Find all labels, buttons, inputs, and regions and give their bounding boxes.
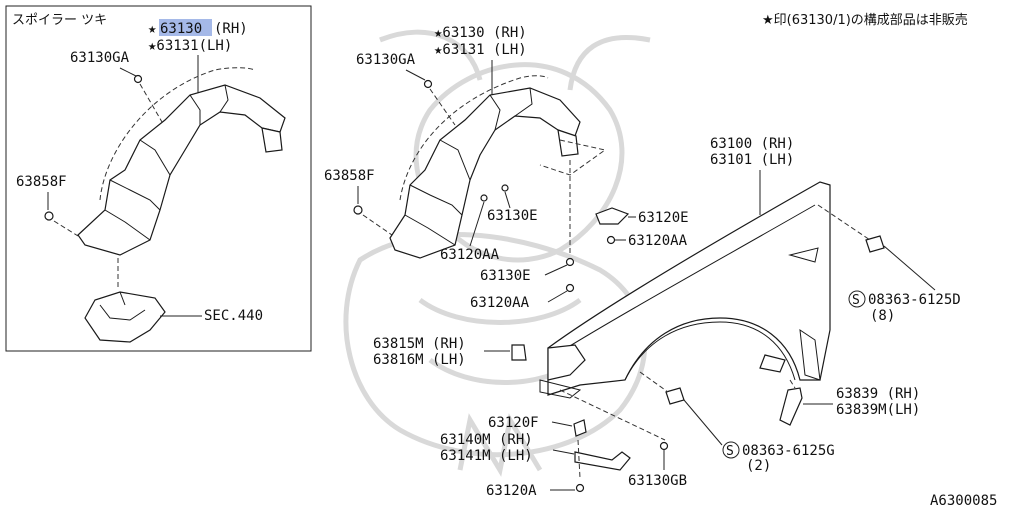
bolt-icon: [665, 387, 685, 405]
label-63130E-b[interactable]: 63130E: [480, 268, 531, 284]
bolt-icon: [865, 235, 885, 253]
leader-63120AA-a: [469, 201, 485, 247]
label-63839M[interactable]: 63839M(LH): [836, 402, 920, 418]
clip-icon: [480, 194, 488, 202]
mudguard-icon: [779, 387, 803, 426]
clip-icon: [565, 257, 575, 267]
label-bolt-d-qty: (8): [870, 308, 895, 324]
inset-dash-858f: [53, 220, 79, 237]
dash-bolt-g: [639, 371, 669, 393]
s-mark-icon: [722, 441, 740, 459]
inset-fender-liner-icon: [77, 67, 286, 256]
label-63120AA-b[interactable]: 63120AA: [470, 295, 530, 311]
fender-liner-icon: [389, 75, 581, 259]
label-63120AA-c[interactable]: 63120AA: [628, 233, 688, 249]
label-bolt-d-code[interactable]: 08363-6125D: [868, 292, 961, 308]
leader-63120F: [551, 421, 573, 427]
clip-icon: [573, 419, 587, 437]
label-63816M[interactable]: 63816M (LH): [373, 352, 466, 368]
clip-icon: [133, 74, 143, 84]
label-callout-rh[interactable]: ★63130 (RH): [434, 25, 527, 41]
inset-frame: [5, 5, 312, 352]
label-fender-rh[interactable]: 63100 (RH): [710, 136, 794, 152]
dash-63839: [789, 379, 796, 389]
inset-title: スポイラー ツキ: [12, 13, 107, 28]
dash-ga: [429, 88, 456, 126]
dash-lower: [559, 389, 666, 441]
label-63130E-a[interactable]: 63130E: [487, 208, 538, 224]
inset-label-63130GA[interactable]: 63130GA: [70, 50, 130, 66]
inset-callout-lh: ★63131(LH): [148, 38, 232, 54]
leader-63130E-a: [504, 191, 511, 209]
leader-63130E-b: [544, 264, 568, 276]
screw-icon: [575, 483, 585, 493]
label-63130GB[interactable]: 63130GB: [628, 473, 687, 489]
leader-63120AA-b: [547, 290, 568, 303]
dash-858f: [362, 214, 393, 236]
label-63120F[interactable]: 63120F: [488, 415, 539, 431]
inset-group: スポイラー ツキ ★ 63130 (RH) ★63131(LH) 63130GA…: [12, 13, 286, 343]
dash-bolt-d: [817, 204, 871, 241]
screw-icon: [606, 235, 616, 245]
inset-callout-rh-suffix: (RH): [214, 21, 248, 37]
screw-icon: [565, 283, 575, 293]
inset-callout-highlight[interactable]: 63130: [160, 21, 202, 37]
label-bolt-g-qty: (2): [746, 458, 771, 474]
inset-dash-ga: [139, 83, 163, 123]
screw-icon: [353, 205, 363, 215]
label-63120E[interactable]: 63120E: [638, 210, 689, 226]
s-mark-d: S: [852, 293, 860, 308]
inset-label-63858F[interactable]: 63858F: [16, 174, 67, 190]
label-bolt-g-code[interactable]: 08363-6125G: [742, 443, 835, 459]
screw-icon: [44, 211, 54, 221]
seal-strip-icon: [574, 451, 631, 471]
bracket-icon: [511, 344, 527, 361]
clip-icon: [423, 79, 433, 89]
label-63839[interactable]: 63839 (RH): [836, 386, 920, 402]
sec440-bracket-icon: [84, 291, 166, 343]
label-fender-lh[interactable]: 63101 (LH): [710, 152, 794, 168]
dash-liner-edge: [539, 139, 607, 176]
clip-icon: [659, 441, 669, 451]
main-group: ★印(63130/1)の構成部品は非販売 ★63130 (RH) ★63131 …: [324, 12, 997, 509]
figure-code: A6300085: [930, 493, 997, 509]
label-63120A[interactable]: 63120A: [486, 483, 537, 499]
s-mark-g: S: [726, 444, 734, 459]
label-63141M[interactable]: 63141M (LH): [440, 448, 533, 464]
leader-63140M: [552, 449, 575, 455]
front-fender-icon: [539, 181, 831, 399]
label-63140M[interactable]: 63140M (RH): [440, 432, 533, 448]
leader-63130GA: [405, 69, 426, 81]
s-mark-icon: [848, 290, 866, 308]
inset-star: ★: [148, 21, 157, 37]
bracket-clip-icon: [595, 207, 630, 225]
note-text: ★印(63130/1)の構成部品は非販売: [762, 12, 968, 28]
leader-bolt-d: [883, 245, 936, 291]
label-63815M[interactable]: 63815M (RH): [373, 336, 466, 352]
inset-highlight-box: [159, 19, 212, 36]
label-63120AA-a[interactable]: 63120AA: [440, 247, 500, 263]
inset-leader-63130GA: [119, 67, 137, 77]
label-63858F[interactable]: 63858F: [324, 168, 375, 184]
inset-label-sec440[interactable]: SEC.440: [204, 308, 263, 324]
label-63130GA[interactable]: 63130GA: [356, 52, 416, 68]
label-callout-lh[interactable]: ★63131 (LH): [434, 42, 527, 58]
clip-icon: [501, 184, 509, 192]
leader-bolt-g: [683, 399, 723, 446]
dash-63120A: [577, 439, 581, 479]
